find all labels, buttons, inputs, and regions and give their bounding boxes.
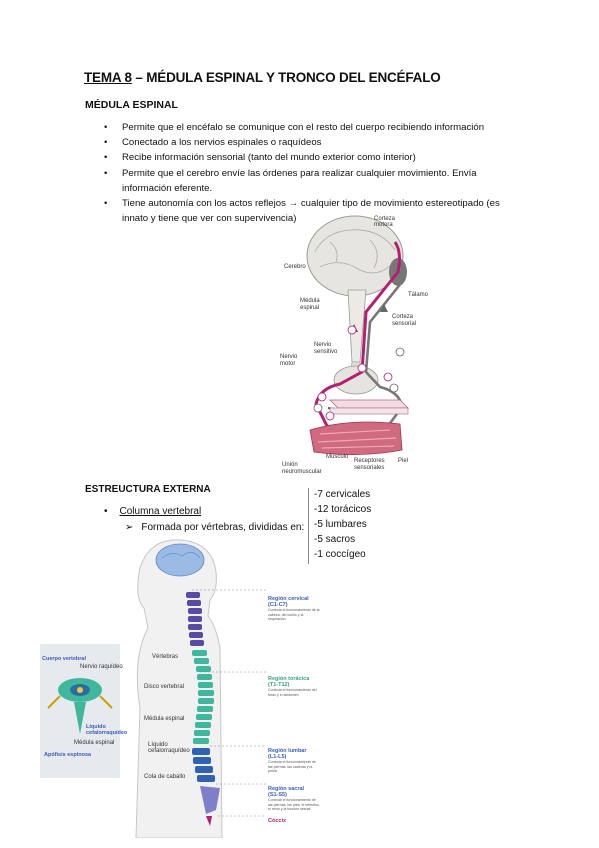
region-desc: Controla el funcionamiento de las pierna… [268,798,320,811]
page-title: TEMA 8 – MÉDULA ESPINAL Y TRONCO DEL ENC… [84,70,441,85]
sub-item-text: Formada por vértebras, divididas en: [141,522,305,533]
label-vertebras: Vértebras [152,654,179,660]
label-union: Unión neuromuscular [282,462,322,475]
inset-label-nervio: Nervio raquídeo [80,664,123,670]
region-range: (T1-T12) [268,682,290,688]
title-prefix: TEMA 8 [84,70,132,85]
inset-label-medula: Médula espinal [74,740,115,746]
vertebrae-item: -7 cervicales [314,489,371,500]
bullet-symbol: • [104,122,108,133]
region-range: (S1-S5) [268,792,287,798]
spine-drawing [40,539,266,839]
list-item-text: Permite que el encéfalo se comunique con… [122,122,485,133]
bullet-symbol: • [104,137,108,149]
inset-label-cuerpo: Cuerpo vertebral [42,656,87,662]
title-rest: – MÉDULA ESPINAL Y TRONCO DEL ENCÉFALO [131,70,441,85]
bullet-symbol: • [104,198,108,210]
list-item: • Tiene autonomía con los actos reflejos … [104,196,524,226]
region-cervical: Región cervical(C1-C7)Controla el funcio… [268,596,320,622]
region-desc: Controla el funcionamiento del tórax y e… [268,688,317,697]
label-talamo: Tálamo [408,292,429,298]
vertebrae-item: -12 torácicos [314,504,372,515]
arrow-bullet-icon: ➢ [125,522,134,533]
sub-list-item: ➢ Formada por vértebras, divididas en: [125,522,304,533]
list-item: • Permite que el encéfalo se comunique co… [104,120,524,135]
region-toracica: Región torácica(T1-T12)Controla el funci… [268,676,320,697]
label-piel: Piel [398,458,409,464]
label-corteza-motora: Corteza motora [374,216,396,228]
label-nervio-sensitivo: Nervio sensitivo [314,342,338,355]
vertebrae-item: -5 sacros [314,534,356,545]
vertebrae-brace [308,488,313,564]
bullet-symbol: • [104,506,108,517]
columna-label: Columna vertebral [119,506,202,517]
label-nervio-motor: Nervio motor [280,354,298,367]
vertebrae-list: -7 cervicales -12 torácicos -5 lumbares … [314,487,384,562]
bullet-symbol: • [104,167,108,179]
vertebrae-item: -1 coccígeo [314,549,366,560]
list-item-text: Recibe información sensorial (tanto del … [122,152,416,164]
reflex-pathway-drawing [306,215,409,455]
region-name: Región lumbar [268,748,307,754]
region-coccix: Cóccix [268,818,287,824]
section-heading-medula: MÉDULA ESPINAL [85,99,178,111]
list-item: • Recibe información sensorial (tanto del… [104,150,524,165]
bullet-symbol: • [104,152,108,164]
reflex-pathway-figure: Corteza motora Cerebro Tálamo Médula esp… [270,212,430,480]
list-item: • Permite que el cerebro envíe las órdene… [104,166,524,196]
vertebrae-item: -5 lumbares [314,519,367,530]
label-cerebro: Cerebro [284,264,306,270]
bullet-list: • Permite que el encéfalo se comunique co… [104,120,524,226]
list-item-columna: • Columna vertebral [104,506,201,517]
label-musculo: Músculo [326,454,349,460]
label-disco: Disco vertebral [144,684,185,690]
inset-label-apofisis: Apófisis espinosa [44,752,92,758]
section-heading-estructura: ESTREUCTURA EXTERNA [85,484,211,495]
list-item-text: Conectado a los nervios espinales o raqu… [122,137,322,149]
region-range: (L1-L5) [268,754,287,760]
region-sacral: Región sacral(S1-S5)Controla el funciona… [268,786,320,812]
label-corteza-sensorial: Corteza sensorial [392,314,417,327]
region-desc: Controla el funcionamiento de la cabeza,… [268,608,320,621]
label-cola: Cola de caballo [144,774,186,780]
label-liquido: Líquido cefalorraquídeo [148,742,190,754]
region-range: (C1-C7) [268,602,288,608]
region-desc: Controla el funcionamiento de las pierna… [268,760,316,773]
spine-figure: Cuerpo vertebral Nervio raquídeo Líquido… [40,538,320,839]
list-item: • Conectado a los nervios espinales o raq… [104,135,524,150]
region-name: Región cervical [268,596,309,602]
list-item-text: Permite que el cerebro envíe las órdenes… [122,167,477,194]
inset-label-liquido: Líquido cefalorraquídeo [86,724,128,736]
label-medula: Médula espinal [300,298,320,311]
list-item-text: Tiene autonomía con los actos reflejos →… [122,198,500,225]
label-receptores: Receptores sensoriales [354,458,385,471]
label-medula-espinal: Médula espinal [144,716,185,722]
region-name: Región sacral [268,786,305,792]
region-lumbar: Región lumbar(L1-L5)Controla el funciona… [268,748,320,774]
region-name: Región torácica [268,676,310,682]
